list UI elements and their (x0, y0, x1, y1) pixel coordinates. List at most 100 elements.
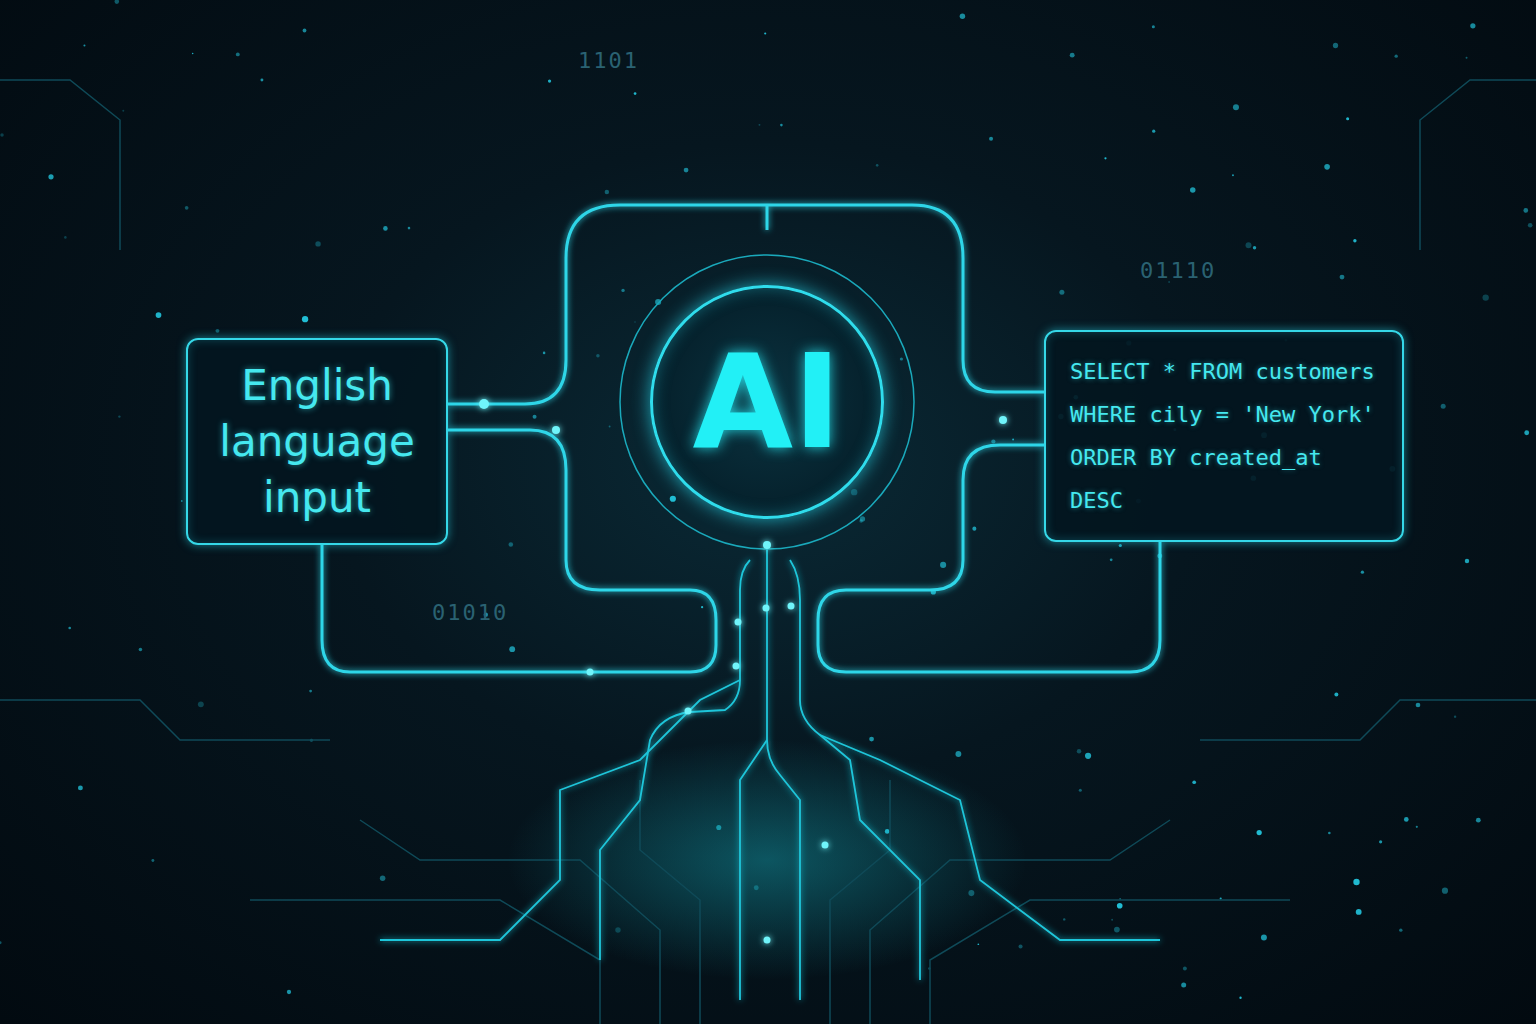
star-dot (115, 0, 120, 4)
star-dot (701, 606, 703, 608)
star-dot (989, 137, 993, 141)
circuit-traces (380, 545, 1160, 1000)
star-dot (198, 701, 204, 707)
star-dot (634, 92, 637, 95)
star-dot (1152, 130, 1155, 133)
star-dot (605, 190, 609, 194)
star-dot (1334, 692, 1338, 696)
star-dot (1253, 246, 1256, 249)
star-dot (1395, 55, 1398, 58)
star-dot (118, 415, 120, 417)
star-dot (759, 124, 761, 126)
input-box: English language input (186, 338, 448, 545)
star-dot (960, 14, 965, 19)
star-dot (634, 321, 636, 323)
star-dot (1441, 404, 1446, 409)
star-dot (1114, 927, 1120, 933)
star-dot (303, 29, 307, 33)
star-dot (1416, 703, 1421, 708)
star-dot (972, 527, 976, 531)
faint-circuit (0, 80, 1536, 1024)
star-dot (156, 312, 162, 318)
star-dot (1117, 903, 1123, 909)
star-dot (260, 78, 263, 81)
star-dot (621, 289, 624, 292)
star-dot (1063, 918, 1065, 920)
star-dot (380, 875, 386, 881)
star-dot (764, 32, 766, 34)
binary-watermark: 01010 (432, 600, 508, 625)
star-dot (543, 352, 546, 355)
star-dot (509, 646, 515, 652)
star-dot (1079, 789, 1082, 792)
text-group: SELECT * FROM customers WHERE cily = 'Ne… (1046, 350, 1382, 522)
star-dot (1353, 879, 1359, 885)
output-box-text: SELECT * FROM customers WHERE cily = 'Ne… (1046, 350, 1382, 522)
star-dot (955, 751, 961, 757)
text-group: English language input (207, 358, 427, 526)
star-dot (64, 236, 67, 239)
star-dot (78, 785, 83, 790)
star-dot (1019, 944, 1023, 948)
star-dot (1012, 438, 1014, 440)
star-dot (1190, 187, 1195, 192)
star-dot (1416, 826, 1418, 828)
star-dot (533, 415, 537, 419)
ai-circle-text: AI (693, 337, 842, 467)
star-dot (1482, 294, 1488, 300)
star-dot (309, 690, 312, 693)
star-dot (1152, 25, 1155, 28)
star-dot (192, 53, 194, 55)
star-dot (83, 44, 85, 46)
star-dot (1353, 239, 1356, 242)
connector-line (883, 419, 1044, 421)
star-dot (1379, 840, 1382, 843)
star-dot (315, 241, 320, 246)
star-dot (900, 357, 903, 360)
star-dot (1233, 104, 1239, 110)
star-dot (1085, 753, 1091, 759)
star-dot (302, 316, 308, 322)
star-dot (1523, 208, 1528, 213)
star-dot (1340, 275, 1345, 280)
star-dot (1346, 117, 1349, 120)
star-dot (383, 226, 388, 231)
star-dot (1324, 164, 1330, 170)
binary-watermark: 1101 (578, 48, 639, 73)
input-box-text: English language input (207, 358, 427, 526)
star-dot (1524, 430, 1529, 435)
star-dot (876, 164, 879, 167)
star-dot (1466, 57, 1468, 59)
star-dot (1183, 967, 1187, 971)
star-dot (1528, 223, 1533, 228)
star-dots (0, 0, 1532, 999)
star-dot (1404, 817, 1409, 822)
star-dot (1119, 544, 1122, 547)
text-group: AI (693, 337, 842, 467)
star-dot (0, 133, 4, 137)
star-dot (1110, 558, 1113, 561)
star-dot (236, 52, 240, 56)
star-dot (1454, 715, 1456, 717)
star-dot (1476, 818, 1481, 823)
star-dot (1465, 559, 1469, 563)
star-dot (977, 943, 979, 945)
star-dot (1333, 43, 1338, 48)
star-dot (1070, 53, 1075, 58)
star-dot (151, 859, 154, 862)
star-dot (684, 168, 689, 173)
star-dot (1181, 983, 1186, 988)
star-dot (1361, 571, 1364, 574)
star-dot (1077, 749, 1081, 753)
star-dot (68, 627, 71, 630)
star-dot (1111, 919, 1113, 921)
star-dot (1232, 174, 1234, 176)
outer-ring (620, 255, 914, 549)
star-dot (215, 329, 219, 333)
star-dot (0, 941, 2, 944)
star-dot (1104, 157, 1106, 159)
star-dot (1470, 23, 1475, 28)
star-dot (139, 648, 143, 652)
star-dot (1328, 832, 1331, 835)
